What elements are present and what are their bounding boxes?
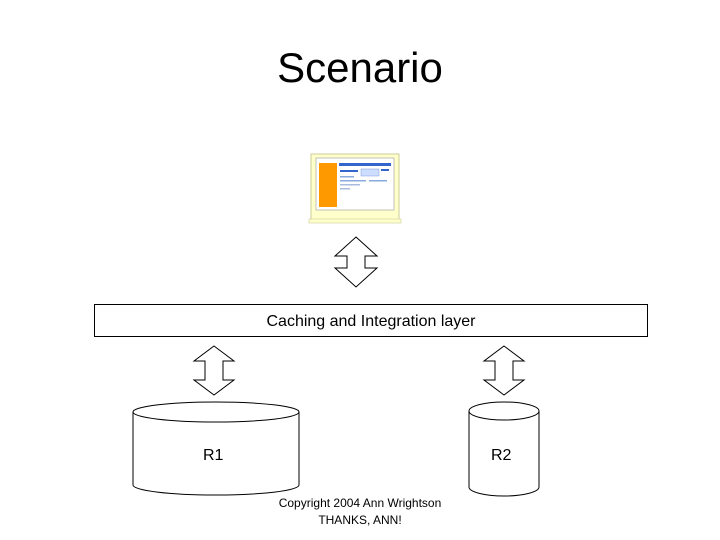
caching-integration-layer-label: Caching and Integration layer bbox=[266, 313, 476, 330]
repository-r1-label: R1 bbox=[203, 447, 224, 464]
footer: Copyright 2004 Ann Wrightson THANKS, ANN… bbox=[0, 495, 720, 529]
double-arrow-icon bbox=[192, 345, 236, 396]
repository-r1-cylinder bbox=[132, 401, 300, 496]
caching-integration-layer-box bbox=[94, 304, 648, 337]
repository-r2-cylinder bbox=[468, 401, 540, 497]
computer-monitor-icon bbox=[308, 153, 402, 224]
slide-title: Scenario bbox=[277, 44, 443, 91]
thanks-text: THANKS, ANN! bbox=[318, 513, 402, 527]
copyright-text: Copyright 2004 Ann Wrightson bbox=[278, 496, 442, 510]
repository-r2-label: R2 bbox=[491, 447, 512, 464]
double-arrow-icon bbox=[482, 345, 526, 396]
double-arrow-icon bbox=[333, 236, 379, 288]
